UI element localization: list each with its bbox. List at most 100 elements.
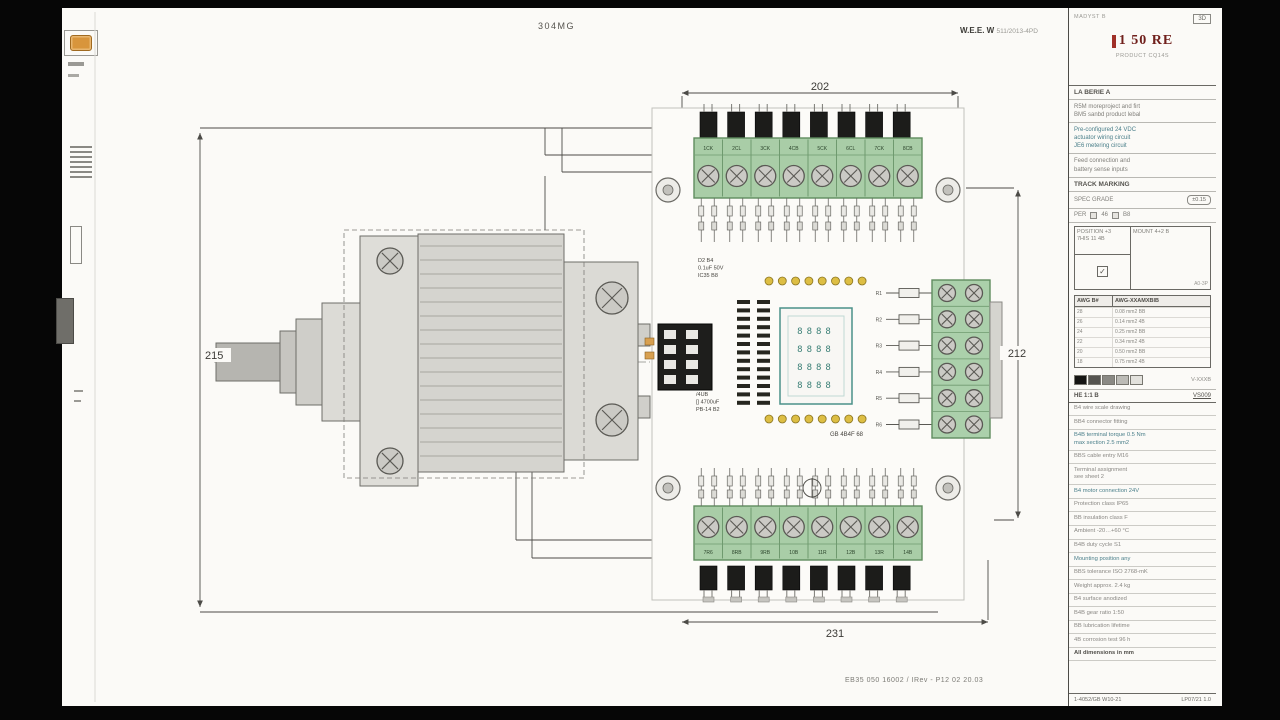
brand-logo: 1 50 RE [1074,33,1211,49]
dashed-outline [343,229,585,479]
svg-text:R3: R3 [876,344,883,350]
svg-text:1CK: 1CK [703,146,713,152]
motor-assembly [215,229,651,487]
motor-body [417,233,565,473]
barcode-mark [70,146,92,178]
awg-rows: 28 0.08 mm2 BB 26 0.14 mm2 4B 24 0.25 mm… [1075,306,1210,367]
position-cell: POSITION +3 7HIS 11 4B [1075,227,1130,255]
awg-table: AWG B# AWG-XXAMXBIB 28 0.08 mm2 BB 26 0.… [1074,294,1211,368]
check-icon: ✓ [1097,266,1108,278]
top-connector-row [699,104,911,139]
series-label: LA BERIE A [1069,86,1216,100]
note-row: Ambient -20…+60 °C [1069,526,1216,540]
note-row: 4B corrosion test 96 h [1069,634,1216,648]
svg-text:14B: 14B [903,550,913,556]
front-plate [321,302,361,422]
shaft-collar [295,318,323,406]
central-ic-inner [787,315,845,397]
tolerance-pill: ±0.15 [1187,194,1211,205]
svg-text:4CB: 4CB [789,146,799,152]
note-row: B4 surface anodized [1069,594,1216,608]
sheet-footer-text: EB35 050 16002 / IRev - P12 02 20.03 [845,677,984,684]
svg-text:GB 4B4F 68: GB 4B4F 68 [830,432,864,438]
test-point-dots [764,276,867,424]
pcb-mounting-holes [655,177,961,501]
awg-header-right: AWG-XXAMXBIB [1115,297,1159,304]
spec-grade-row: SPEC GRADE ±0.15 [1069,192,1216,209]
position-table: POSITION +3 7HIS 11 4B ✓ MOUNT 4+2 B A0-… [1074,225,1211,290]
bottom-connector-row [699,565,911,603]
margin-mark [68,74,79,77]
bottom-pin-components [698,468,917,506]
per-value-a: 46 [1101,212,1109,219]
note-row: Mounting position any [1069,553,1216,567]
svg-text:5CK: 5CK [817,146,827,152]
spec-grade-label: SPEC GRADE [1074,196,1114,203]
mounting-flange [359,235,419,487]
svg-text:8888: 8888 [797,327,835,337]
note-row: B4B gear ratio 1:50 [1069,607,1216,621]
svg-text:R4: R4 [876,370,883,376]
scale-swatch [1116,374,1129,385]
scale-swatch [1102,374,1115,385]
note-row: Terminal assignment see sheet 2 [1069,464,1216,486]
awg-row: 24 0.25 mm2 BB [1075,326,1210,337]
mount-text: MOUNT 4+2 B [1133,228,1170,235]
pin-header-columns [737,300,770,405]
dim-top-label: 202 [811,81,829,93]
marking-label: TRACK MARKING [1069,178,1216,192]
brand-text: 1 50 RE [1118,33,1174,48]
awg-row: 26 0.14 mm2 4B [1075,316,1210,327]
scale-swatch [1130,374,1143,385]
shaft-collar [279,330,297,394]
svg-text:8CB: 8CB [903,146,913,152]
svg-text:PB-14 B2: PB-14 B2 [696,407,720,413]
awg-row: 22 0.34 mm2 4B [1075,336,1210,347]
right-terminal-screws [933,283,989,434]
brand-bar-icon [1111,34,1116,48]
note-row: B4B terminal torque 0.5 Nm max section 2… [1069,430,1216,451]
brand-subtitle: PRODUCT CQ14S [1115,53,1170,59]
svg-text:/4UB: /4UB [696,392,709,398]
note-row: All dimensions in mm [1069,648,1216,662]
svg-text:D2 B4: D2 B4 [698,258,713,264]
svg-text:IC35 B8: IC35 B8 [698,273,718,279]
mount-code: A0-3P [1194,280,1208,287]
footer-revision: LP07/21 1.0 [1181,697,1211,703]
reference-bold: W.E.E. W [960,26,995,35]
note-row: BB insulation class F [1069,512,1216,526]
scale-swatch [1088,374,1101,385]
margin-dark-tab [56,298,74,344]
scale-value: HE 1:1 B [1074,392,1099,399]
svg-text:3CK: 3CK [760,146,770,152]
connection-note: Feed connection and battery sense inputs [1069,154,1216,178]
note-row: B4B duty cycle S1 [1069,540,1216,554]
app-icon[interactable] [70,35,92,51]
per-value-b: B8 [1123,212,1131,219]
margin-mark [74,400,81,402]
dim-right-label: 212 [1008,348,1026,360]
svg-text:8888: 8888 [797,381,835,391]
note-row: Protection class IP65 [1069,499,1216,513]
svg-text:R2: R2 [876,317,883,323]
doc-code: VS009 [1192,392,1211,399]
top-pin-components [698,198,917,242]
checkbox-icon [1090,211,1098,219]
title-block-code: MADYST B [1074,14,1107,20]
scale-row: HE 1:1 B VS009 [1069,390,1216,403]
svg-text:[] 4700uF: [] 4700uF [696,400,720,406]
margin-mark [68,62,84,66]
per-label: PER [1074,212,1087,219]
svg-text:6CL: 6CL [846,146,855,152]
svg-text:11R: 11R [818,550,827,556]
checkbox-icon [1112,211,1120,219]
svg-text:8888: 8888 [797,363,835,373]
